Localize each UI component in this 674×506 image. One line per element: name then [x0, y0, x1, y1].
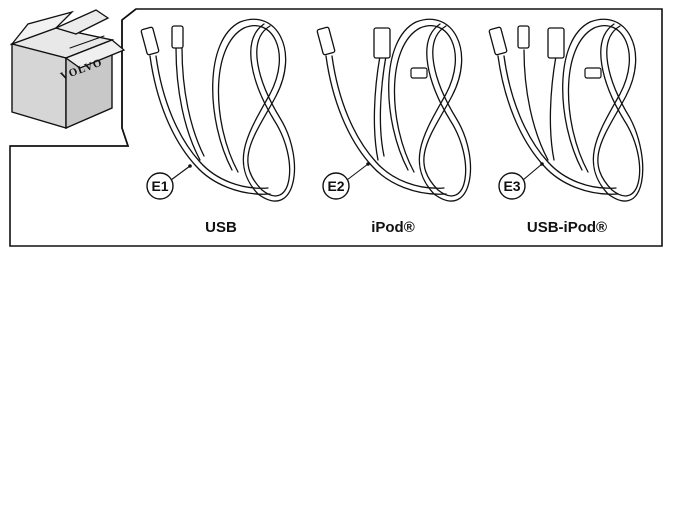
- cable-usb-ipod: E3 USB-iPod®: [488, 18, 644, 236]
- callout-circle-e2: [322, 172, 350, 200]
- cable-ipod: E2 iPod®: [316, 18, 472, 236]
- volvo-box-icon: VOLVO: [9, 9, 126, 130]
- callout-e1: E1: [151, 178, 168, 194]
- callout-e3: E3: [503, 178, 520, 194]
- inset-frame: [10, 8, 137, 147]
- callout-circle-e3: [498, 172, 526, 200]
- label-usb-ipod: USB-iPod®: [527, 219, 607, 236]
- callout-e2: E2: [327, 178, 344, 194]
- cable-usb: E1 USB: [140, 18, 296, 236]
- label-usb: USB: [205, 219, 237, 236]
- label-ipod: iPod®: [371, 219, 415, 236]
- callout-circle-e1: [146, 172, 174, 200]
